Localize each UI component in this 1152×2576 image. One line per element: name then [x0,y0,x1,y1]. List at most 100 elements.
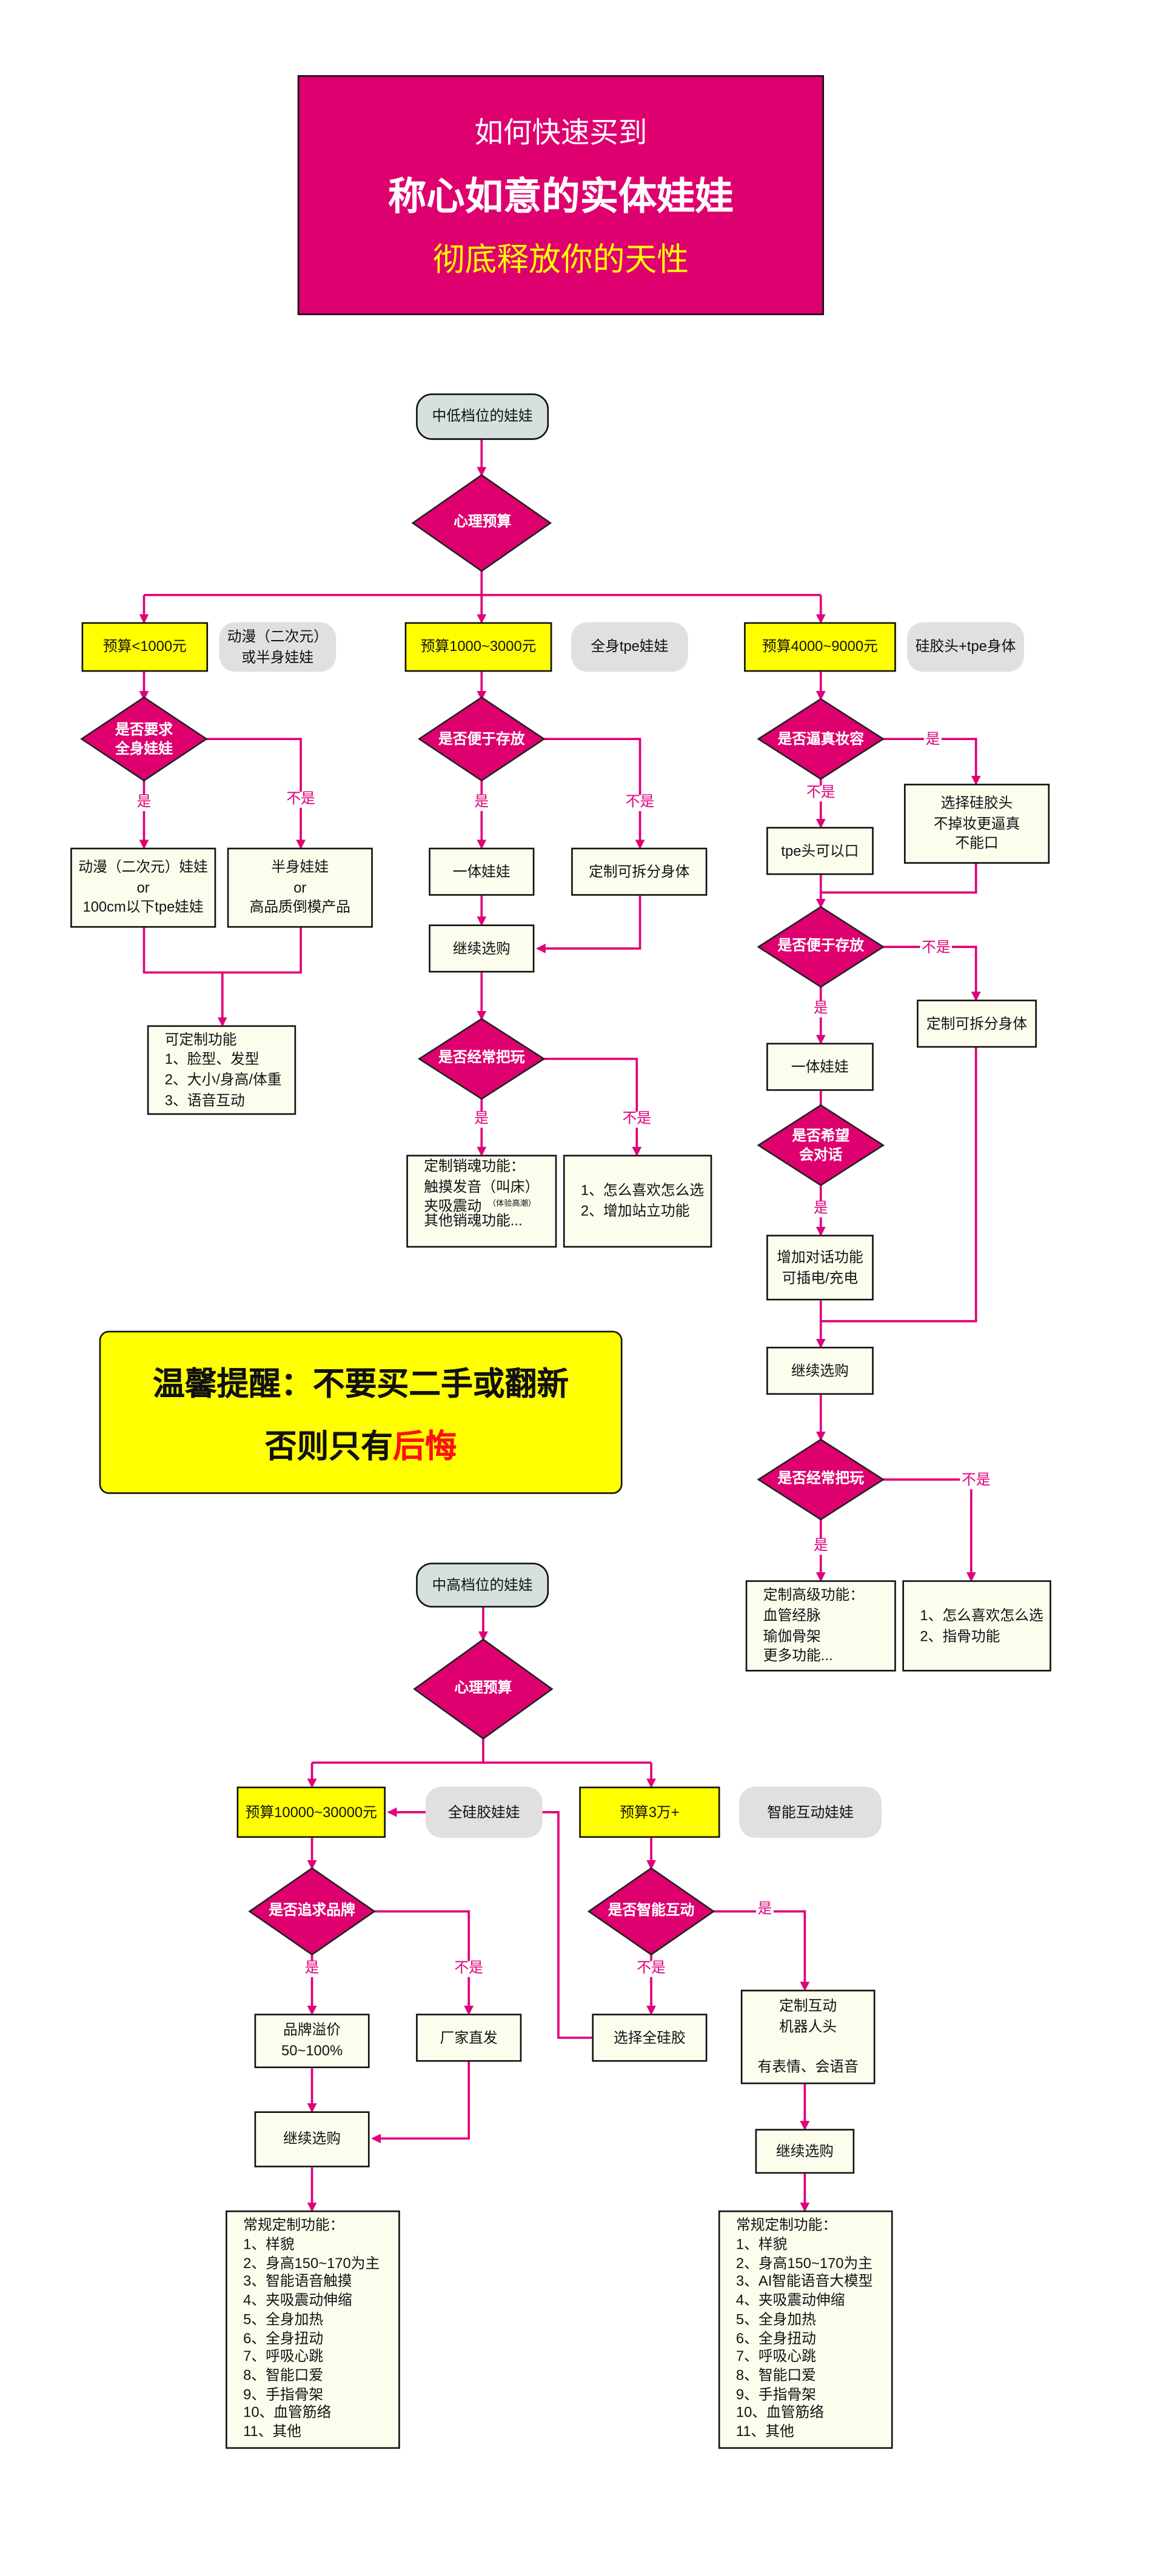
reminder-banner: 温馨提醒：不要买二手或翻新 否则只有后悔 [99,1330,623,1494]
decision-diamond [587,1867,715,1956]
box-continue-right: 继续选购 [766,1346,874,1395]
decision-budget-low: 心理预算 [454,513,512,530]
label-yes: 是 [923,731,942,749]
title-line-1: 如何快速买到 [474,116,648,149]
connector-arrow [536,895,641,953]
box-continue-high-right: 继续选购 [755,2129,855,2174]
decision-diamond [418,696,546,782]
connector-arrow [713,1910,810,1992]
connector-arrow [544,1058,642,1156]
box-ecstasy-features: 定制销魂功能： 触摸发音（叫床） 夹吸震动（体验高潮） 其他销魂功能... [406,1155,557,1248]
ecstasy-features-note: （体验高潮） [487,1199,537,1209]
decision-diamond [411,474,552,572]
decision-smart: 是否智能互动 [608,1902,695,1918]
box-continue-high-left: 继续选购 [254,2111,370,2167]
budget-30000-plus: 预算3万+ [579,1786,720,1838]
label-yes: 是 [135,793,153,811]
connector-arrow [883,1478,976,1582]
reminder-prefix: 否则只有 [264,1430,393,1466]
box-detachable-right: 定制可拆分身体 [917,999,1037,1048]
title-banner: 如何快速买到 称心如意的实体娃娃 彻底释放你的天性 [297,75,825,315]
box-regular-features-right: 常规定制功能： 1、样貌 2、身高150~170为主 3、AI智能语音大模型 4… [718,2210,893,2449]
reminder-highlight: 后悔 [392,1430,457,1466]
label-no: 不是 [452,1960,485,1977]
label-yes: 是 [755,1900,774,1918]
start-mid-high: 中高档位的娃娃 [416,1563,549,1608]
label-yes: 是 [812,1537,830,1555]
decision-play-often-mid: 是否经常把玩 [438,1049,525,1066]
decision-diamond [757,1438,885,1521]
box-anime-doll: 动漫（二次元）娃娃 or 100cm以下tpe娃娃 [70,847,216,928]
note-silicone-head: 硅胶头+tpe身体 [907,622,1024,672]
box-detachable-mid: 定制可拆分身体 [571,847,708,896]
decision-full-body: 是否要求 全身娃娃 [115,721,173,756]
budget-4000-9000: 预算4000~9000元 [744,622,896,672]
label-no: 不是 [620,1110,653,1128]
decision-storage-right: 是否便于存放 [777,937,865,954]
box-tpe-head: tpe头可以口 [766,827,874,875]
box-silicone-head: 选择硅胶头 不掉妆更逼真 不能口 [903,784,1050,864]
connector-arrow [206,738,306,850]
connector-arrow [374,1910,474,2016]
connector-line [542,1811,592,2039]
connector-arrow [883,738,981,786]
label-yes: 是 [472,793,491,811]
reminder-line-2: 否则只有后悔 [265,1420,457,1467]
decision-diamond [757,906,885,988]
label-yes: 是 [303,1960,321,1977]
label-yes: 是 [812,1000,830,1018]
note-full-tpe: 全身tpe娃娃 [571,622,688,672]
decision-talk: 是否希望 会对话 [792,1127,850,1163]
start-low-mid: 中低档位的娃娃 [416,393,549,440]
note-full-silicone: 全硅胶娃娃 [425,1786,543,1838]
decision-realistic-makeup: 是否逼真妆容 [777,730,865,747]
note-anime-half: 动漫（二次元） 或半身娃娃 [219,622,337,672]
ecstasy-features-main: 定制销魂功能： 触摸发音（叫床） 夹吸震动 [424,1158,540,1215]
ecstasy-features-more: 其他销魂功能... [424,1212,523,1229]
reminder-line-1: 温馨提醒：不要买二手或翻新 [153,1367,569,1403]
box-regular-features-left: 常规定制功能： 1、样貌 2、身高150~170为主 3、智能语音触摸 4、夹吸… [226,2210,400,2449]
box-robot-head: 定制互动 机器人头 有表情、会语音 [740,1989,876,2084]
box-free-choice-right: 1、怎么喜欢怎么选 2、指骨功能 [902,1580,1051,1672]
connector-line [820,864,977,894]
decision-diamond [248,1867,376,1956]
budget-1000-3000: 预算1000~3000元 [404,622,552,672]
note-smart-doll: 智能互动娃娃 [739,1786,882,1838]
budget-under-1000: 预算<1000元 [81,622,209,672]
box-full-silicone: 选择全硅胶 [592,2014,708,2062]
decision-diamond [757,698,885,780]
decision-diamond [413,1638,554,1740]
box-custom-features-low: 可定制功能 1、脸型、发型 2、大小/身高/体重 3、语音互动 [147,1025,296,1115]
box-brand-premium: 品牌溢价 50~100% [254,2014,370,2069]
decision-brand: 是否追求品牌 [269,1902,355,1918]
box-half-body: 半身娃娃 or 高品质倒模产品 [227,847,373,928]
connector-arrow [544,738,645,850]
label-no: 不是 [635,1960,668,1977]
connector-arrow [371,2061,471,2144]
decision-play-often-right: 是否经常把玩 [777,1470,865,1486]
decision-budget-high: 心理预算 [454,1680,512,1696]
label-yes: 是 [812,1200,830,1218]
box-free-choice-mid: 1、怎么喜欢怎么选 2、增加站立功能 [563,1155,712,1248]
budget-10000-30000: 预算10000~30000元 [236,1786,386,1838]
connector-line [142,927,302,974]
label-no: 不是 [960,1472,993,1489]
label-no: 不是 [920,939,953,956]
title-line-3: 彻底释放你的天性 [432,243,689,279]
box-advanced-features: 定制高级功能： 血管经脉 瑜伽骨架 更多功能... [745,1580,896,1672]
label-no: 不是 [805,784,837,801]
decision-diamond [757,1104,885,1186]
connector-arrow [883,946,981,1001]
connector-line [820,1047,977,1323]
label-yes: 是 [472,1110,491,1128]
box-continue-mid: 继续选购 [429,924,535,973]
box-one-piece-right: 一体娃娃 [766,1043,874,1091]
decision-storage-mid: 是否便于存放 [438,730,525,747]
decision-diamond [80,696,208,782]
decision-diamond [417,1018,546,1100]
box-factory-direct: 厂家直发 [416,2014,522,2062]
box-talk-feature: 增加对话功能 可插电/充电 [766,1235,874,1301]
box-one-piece-mid: 一体娃娃 [429,847,535,896]
